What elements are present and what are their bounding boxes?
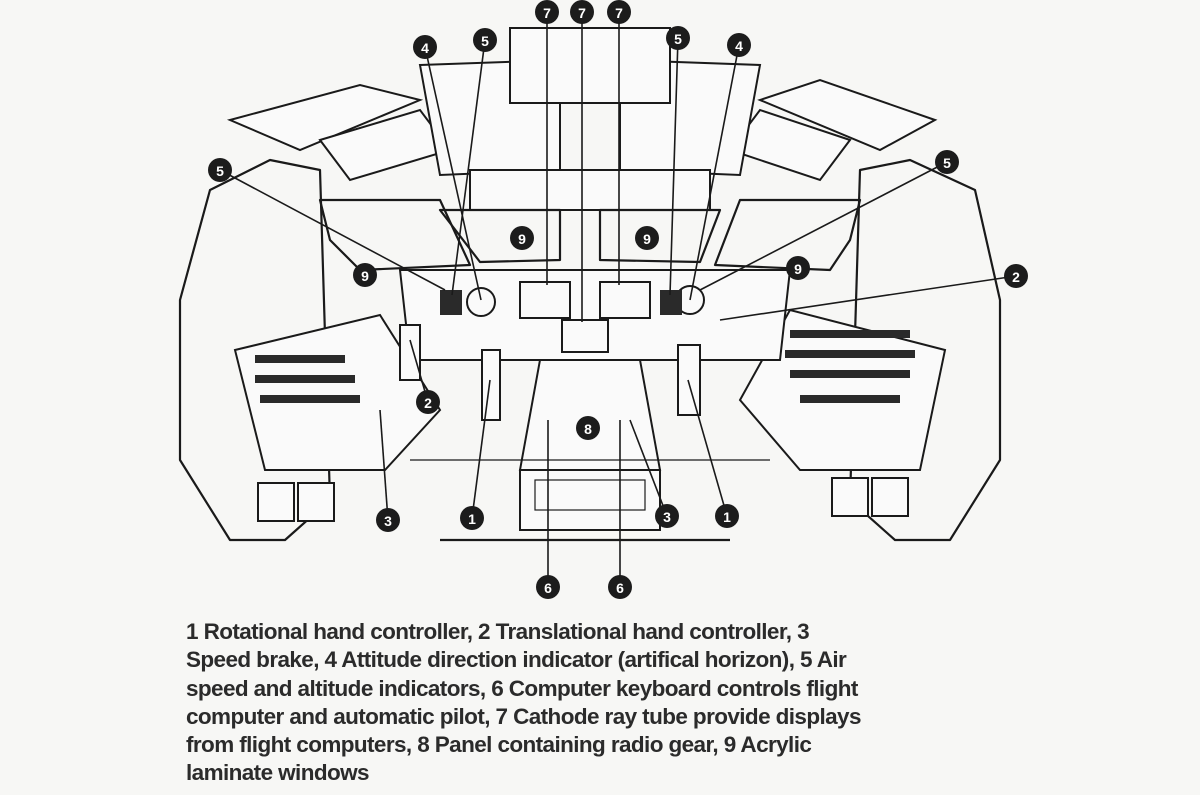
rotational-hand-controller-left — [481, 349, 501, 421]
side-console-left — [233, 313, 442, 471]
svg-text:3: 3 — [663, 509, 671, 525]
svg-text:6: 6 — [544, 580, 552, 596]
rotational-hand-controller-right — [677, 344, 701, 416]
callout-4: 4 — [413, 35, 437, 59]
leader-line-5 — [669, 37, 679, 296]
svg-text:3: 3 — [384, 513, 392, 529]
figure-caption: 1 Rotational hand controller, 2 Translat… — [186, 618, 1026, 788]
callout-2: 2 — [1004, 264, 1028, 288]
callout-6: 6 — [536, 575, 560, 599]
callout-5: 5 — [666, 26, 690, 50]
callout-2: 2 — [416, 390, 440, 414]
svg-text:1: 1 — [468, 511, 476, 527]
console-switches — [255, 330, 915, 403]
leader-line-2 — [719, 275, 1017, 321]
callout-1: 1 — [460, 506, 484, 530]
center-pedestal — [519, 469, 661, 531]
crt-display-center — [561, 319, 609, 353]
callout-3: 3 — [655, 504, 679, 528]
adi-left — [466, 287, 496, 317]
caption-line: 1 Rotational hand controller, 2 Translat… — [186, 619, 810, 644]
callout-6: 6 — [608, 575, 632, 599]
leader-line-1 — [687, 379, 728, 517]
callout-5: 5 — [208, 158, 232, 182]
overhead-panel-left-outer — [226, 83, 424, 152]
crt-display-left — [519, 281, 571, 319]
cockpit-drawing — [178, 27, 1002, 542]
callout-9: 9 — [635, 226, 659, 250]
leader-line-3 — [379, 409, 389, 521]
callout-9: 9 — [510, 226, 534, 250]
svg-text:2: 2 — [424, 395, 432, 411]
leader-line-4 — [689, 44, 740, 301]
caption-line: computer and automatic pilot, 7 Cathode … — [186, 703, 861, 729]
airspeed-indicator-left — [440, 290, 462, 315]
caption-line: Speed brake, 4 Attitude direction indica… — [186, 647, 847, 673]
svg-text:4: 4 — [421, 40, 429, 56]
caption-line: speed and altitude indicators, 6 Compute… — [186, 675, 858, 701]
overhead-panel-top — [509, 27, 671, 104]
svg-text:5: 5 — [481, 33, 489, 49]
svg-text:9: 9 — [518, 231, 526, 247]
svg-text:4: 4 — [735, 38, 743, 54]
window-right — [713, 198, 862, 272]
translational-hand-controller — [399, 324, 421, 381]
caption-line: laminate windows — [186, 760, 370, 786]
leader-line-5 — [699, 161, 948, 291]
callout-5: 5 — [935, 150, 959, 174]
leader-line-4 — [424, 46, 482, 301]
crt-display-right — [599, 281, 651, 319]
leader-line-3 — [629, 419, 668, 517]
svg-text:7: 7 — [578, 5, 586, 21]
glareshield-panel — [469, 169, 711, 211]
callout-5: 5 — [473, 28, 497, 52]
svg-text:9: 9 — [794, 261, 802, 277]
leader-line-5 — [219, 169, 446, 291]
svg-text:7: 7 — [615, 5, 623, 21]
caption-line: from flight computers, 8 Panel containin… — [186, 732, 812, 758]
callout-8: 8 — [576, 416, 600, 440]
svg-text:1: 1 — [723, 509, 731, 525]
callout-markers: 7 7 7 4 5 5 4 5 5 9 9 9 9 2 2 8 3 1 3 1 6 6 — [208, 0, 1028, 599]
callout-9: 9 — [353, 263, 377, 287]
svg-text:9: 9 — [643, 231, 651, 247]
window-center-right — [598, 208, 722, 264]
airspeed-indicator-right — [660, 290, 682, 315]
callout-1: 1 — [715, 504, 739, 528]
svg-text:7: 7 — [543, 5, 551, 21]
svg-text:5: 5 — [216, 163, 224, 179]
svg-text:8: 8 — [584, 421, 592, 437]
leader-lines — [219, 12, 1017, 587]
callout-9: 9 — [786, 256, 810, 280]
svg-text:2: 2 — [1012, 269, 1020, 285]
svg-text:9: 9 — [361, 268, 369, 284]
callout-7: 7 — [570, 0, 594, 24]
window-left — [318, 198, 472, 272]
leader-line-1 — [471, 379, 491, 519]
leader-line-5 — [451, 39, 486, 296]
callout-7: 7 — [607, 0, 631, 24]
center-console — [518, 359, 662, 471]
callout-4: 4 — [727, 33, 751, 57]
callout-3: 3 — [376, 508, 400, 532]
window-center-left — [438, 208, 562, 264]
svg-text:5: 5 — [674, 31, 682, 47]
cockpit-diagram: 7 7 7 4 5 5 4 5 5 9 9 9 9 2 2 8 3 1 3 1 6 6 — [178, 0, 1028, 599]
svg-text:6: 6 — [616, 580, 624, 596]
svg-text:5: 5 — [943, 155, 951, 171]
overhead-panel-right-outer — [757, 78, 938, 152]
callout-7: 7 — [535, 0, 559, 24]
